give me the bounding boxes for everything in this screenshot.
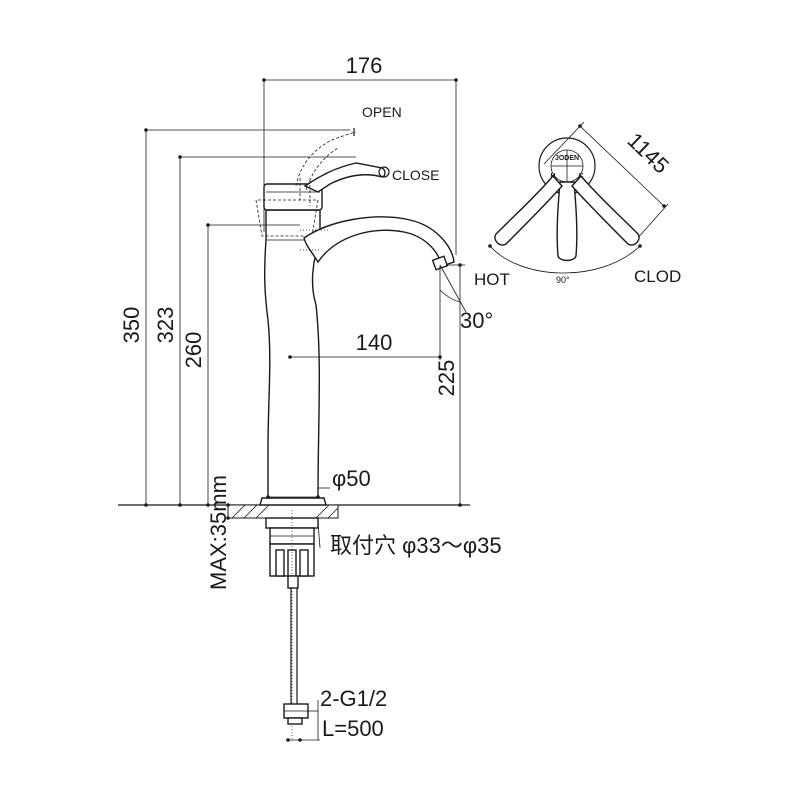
lever-handle — [303, 162, 390, 193]
dim-height-350: 350 — [119, 307, 144, 344]
dim-counter-max35: MAX:35mm — [206, 475, 231, 590]
top-view: 1145 JODEN H C HOT CLOD 90° — [474, 121, 681, 289]
dim-hose-thread: 2-G1/2 — [320, 686, 387, 711]
dim-hose-length: L=500 — [322, 716, 384, 741]
dim-base-phi50: φ50 — [332, 466, 371, 491]
dim-top-1145: 1145 — [623, 128, 674, 179]
dim-height-260: 260 — [181, 332, 206, 369]
label-close: CLOSE — [392, 167, 439, 183]
countertop — [118, 504, 470, 519]
faucet-body — [259, 183, 327, 506]
supply-hose — [283, 575, 309, 725]
spout — [300, 216, 455, 271]
dim-mounting-hole: 取付穴 φ33～φ35 — [330, 533, 502, 558]
under-counter-fitting — [265, 510, 319, 740]
label-angle-90: 90° — [556, 275, 570, 285]
label-cold: CLOD — [634, 267, 681, 286]
dim-height-323: 323 — [153, 307, 178, 344]
dim-reach-140: 140 — [356, 330, 393, 355]
dim-spout-225: 225 — [434, 360, 459, 397]
dimension-ticks — [144, 78, 462, 742]
dim-angle-30: 30° — [460, 308, 493, 333]
dimension-lines — [145, 79, 467, 741]
label-hot: HOT — [474, 270, 510, 289]
dim-width-176: 176 — [346, 53, 383, 78]
label-open: OPEN — [362, 104, 402, 120]
